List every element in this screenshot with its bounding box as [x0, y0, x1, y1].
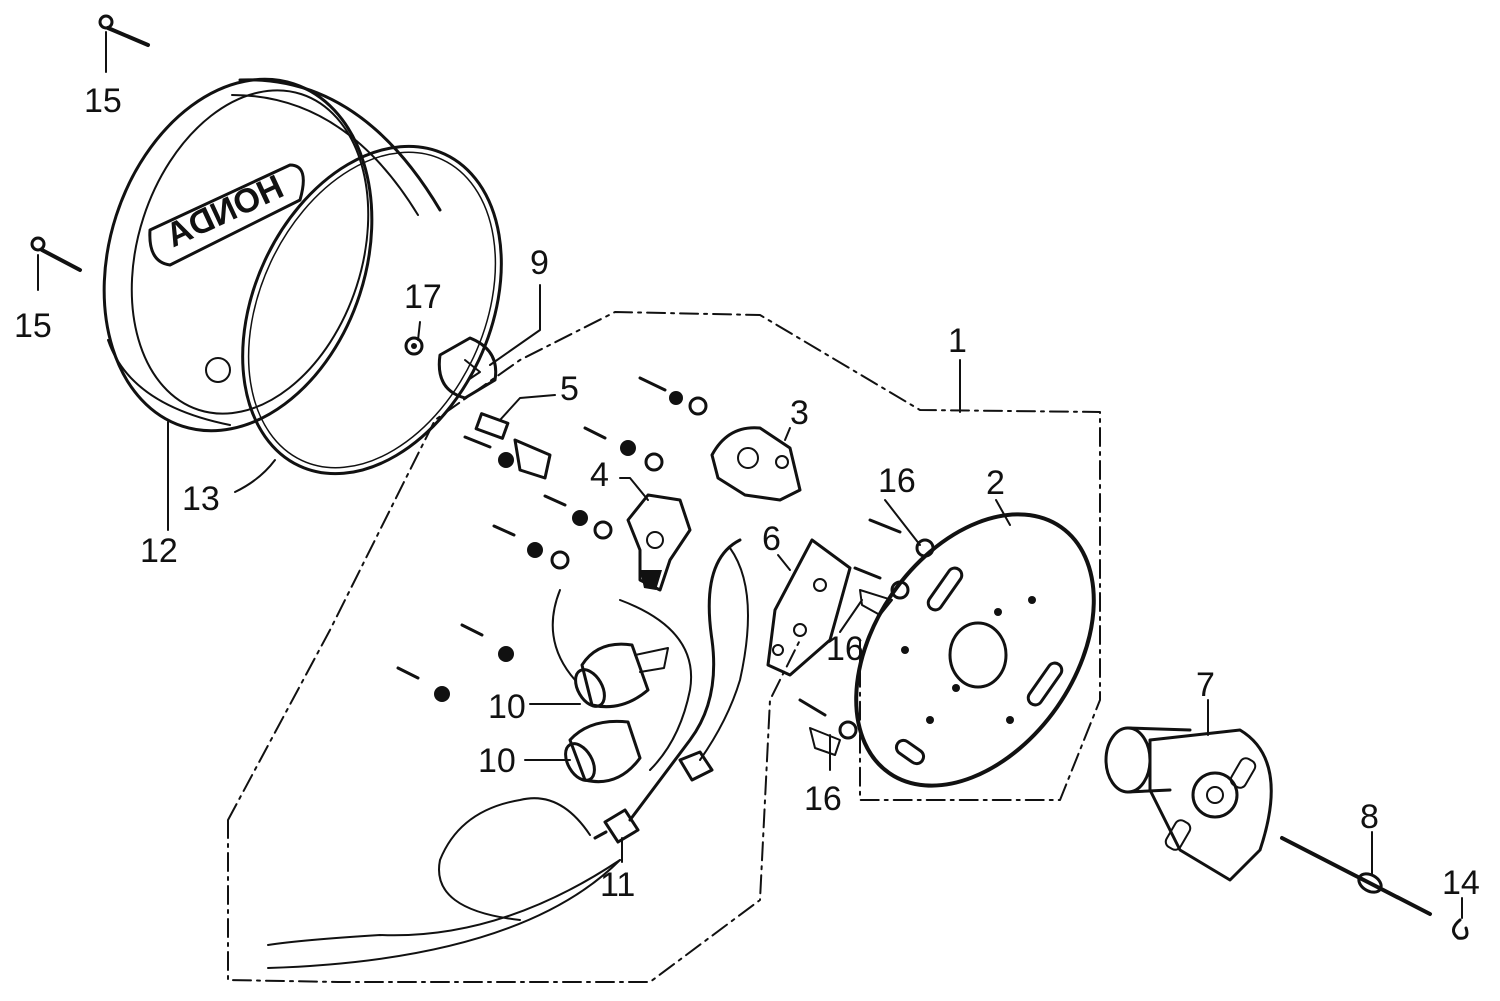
wiring-harness [267, 538, 749, 969]
callout-13: 13 [182, 480, 220, 518]
callout-12: 12 [140, 532, 178, 570]
screw-part-15-left[interactable] [30, 236, 82, 272]
callout-17: 17 [404, 278, 442, 316]
callout-16-middle: 16 [826, 630, 864, 668]
cover-emblem-text: HONDA [160, 168, 289, 255]
clip-part-14[interactable] [1452, 918, 1469, 940]
condenser-part-10-upper[interactable] [570, 642, 669, 711]
callout-11: 11 [600, 866, 635, 904]
knob-part-9[interactable] [437, 336, 498, 400]
spark-advancer-part-7[interactable] [1104, 726, 1273, 882]
callout-10-upper: 10 [488, 688, 526, 726]
screw-part-15-top[interactable] [98, 14, 150, 47]
contact-breaker-bracket-part-5[interactable] [463, 412, 552, 480]
clamp-part-16-lower[interactable] [798, 698, 858, 756]
shaft-part-8[interactable] [1280, 836, 1432, 916]
base-plate-part-2[interactable] [807, 470, 1143, 830]
callout-3: 3 [790, 394, 809, 432]
clamp-part-16-upper[interactable] [868, 518, 935, 558]
assembly-group-outline [227, 311, 1101, 983]
callout-15-left: 15 [14, 307, 52, 345]
callout-15-top: 15 [84, 82, 122, 120]
contact-breaker-part-4[interactable] [626, 493, 692, 592]
leader-lines [37, 31, 1463, 919]
callout-1: 1 [948, 322, 967, 360]
condenser-part-10-lower[interactable] [560, 719, 642, 785]
callout-7: 7 [1196, 666, 1215, 704]
callout-14: 14 [1442, 864, 1480, 902]
screw-washer-set[interactable] [396, 376, 708, 702]
callout-16-upper: 16 [878, 462, 916, 500]
callout-8: 8 [1360, 798, 1379, 836]
bracket-part-6[interactable] [766, 538, 852, 677]
callout-2: 2 [986, 464, 1005, 502]
honda-emblem-plate [148, 163, 305, 267]
callout-16-lower: 16 [804, 780, 842, 818]
callout-9: 9 [530, 244, 549, 282]
callout-labels: 15 15 17 9 5 13 12 4 3 1 16 2 6 16 10 10… [14, 82, 1480, 904]
headlight-rim-part[interactable] [192, 104, 551, 516]
grommet-part-11[interactable] [593, 750, 714, 844]
adjuster-part-17[interactable] [404, 336, 424, 356]
callout-10-lower: 10 [478, 742, 516, 780]
callout-4: 4 [590, 456, 609, 494]
callout-6: 6 [762, 520, 781, 558]
contact-breaker-part-3[interactable] [710, 426, 802, 502]
callout-5: 5 [560, 370, 579, 408]
